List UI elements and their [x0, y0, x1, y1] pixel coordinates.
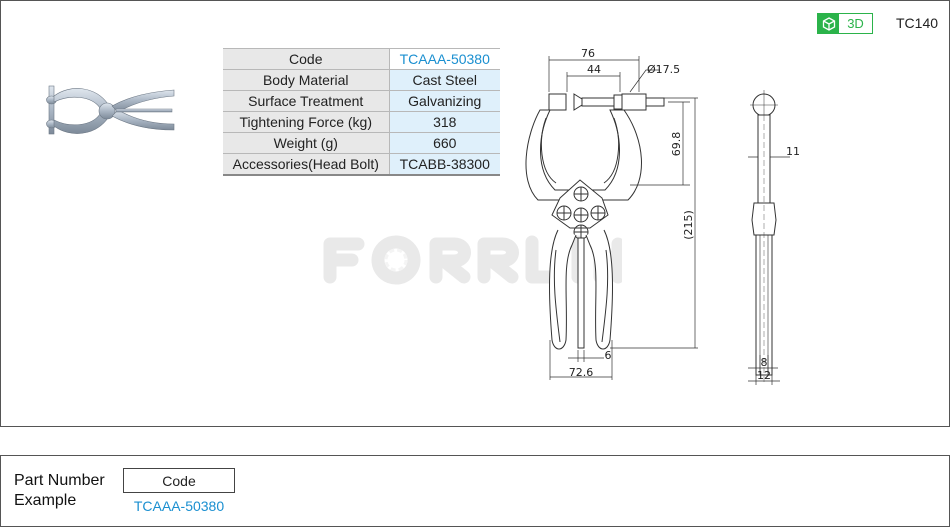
- part-number-title: Part Number Example: [14, 471, 105, 511]
- table-row: Code TCAAA-50380: [223, 48, 500, 70]
- part-number-title-line1: Part Number: [14, 472, 105, 489]
- 3d-model-button[interactable]: 3D: [817, 13, 873, 34]
- table-row: Weight (g) 660: [223, 132, 500, 154]
- dim-total-height: (215): [682, 210, 695, 240]
- table-row: Tightening Force (kg) 318: [223, 111, 500, 133]
- spec-table: Code TCAAA-50380 Body Material Cast Stee…: [223, 48, 500, 176]
- part-number-value[interactable]: TCAAA-50380: [133, 498, 225, 514]
- dim-thickness: 11: [786, 145, 800, 158]
- front-view-drawing: 76 44 Ø17.5 69.8 (215) 6 72.6: [520, 40, 720, 390]
- dim-bolt-diameter: Ø17.5: [647, 63, 680, 76]
- dim-top-width: 76: [581, 47, 595, 60]
- spec-value: 660: [389, 132, 500, 154]
- part-number-title-line2: Example: [14, 492, 77, 509]
- dim-tip: 8: [761, 356, 768, 369]
- spec-key: Body Material: [223, 69, 390, 91]
- side-view-drawing: 11 8 12: [730, 85, 820, 395]
- table-row: Surface Treatment Galvanizing: [223, 90, 500, 112]
- spec-value: TCABB-38300: [389, 153, 500, 176]
- part-number-panel: [0, 455, 950, 527]
- spec-value: Galvanizing: [389, 90, 500, 112]
- spec-value: 318: [389, 111, 500, 133]
- spec-key: Surface Treatment: [223, 90, 390, 112]
- product-photo: [40, 82, 180, 147]
- cube-icon: [818, 14, 839, 33]
- dim-handle-width: 72.6: [569, 366, 594, 379]
- spec-key: Weight (g): [223, 132, 390, 154]
- dim-base: 12: [757, 369, 771, 382]
- spec-key: Accessories(Head Bolt): [223, 153, 390, 176]
- spec-key: Tightening Force (kg): [223, 111, 390, 133]
- spec-code-value[interactable]: TCAAA-50380: [389, 48, 500, 70]
- dim-jaw-height: 69.8: [670, 132, 683, 157]
- table-row: Body Material Cast Steel: [223, 69, 500, 91]
- 3d-label: 3D: [847, 16, 864, 31]
- model-code: TC140: [896, 15, 939, 31]
- spec-value: Cast Steel: [389, 69, 500, 91]
- code-header-box: Code: [123, 468, 235, 493]
- dim-inner-width: 44: [587, 63, 601, 76]
- table-row: Accessories(Head Bolt) TCABB-38300: [223, 153, 500, 176]
- spec-key: Code: [223, 48, 390, 70]
- dim-rod: 6: [605, 349, 612, 362]
